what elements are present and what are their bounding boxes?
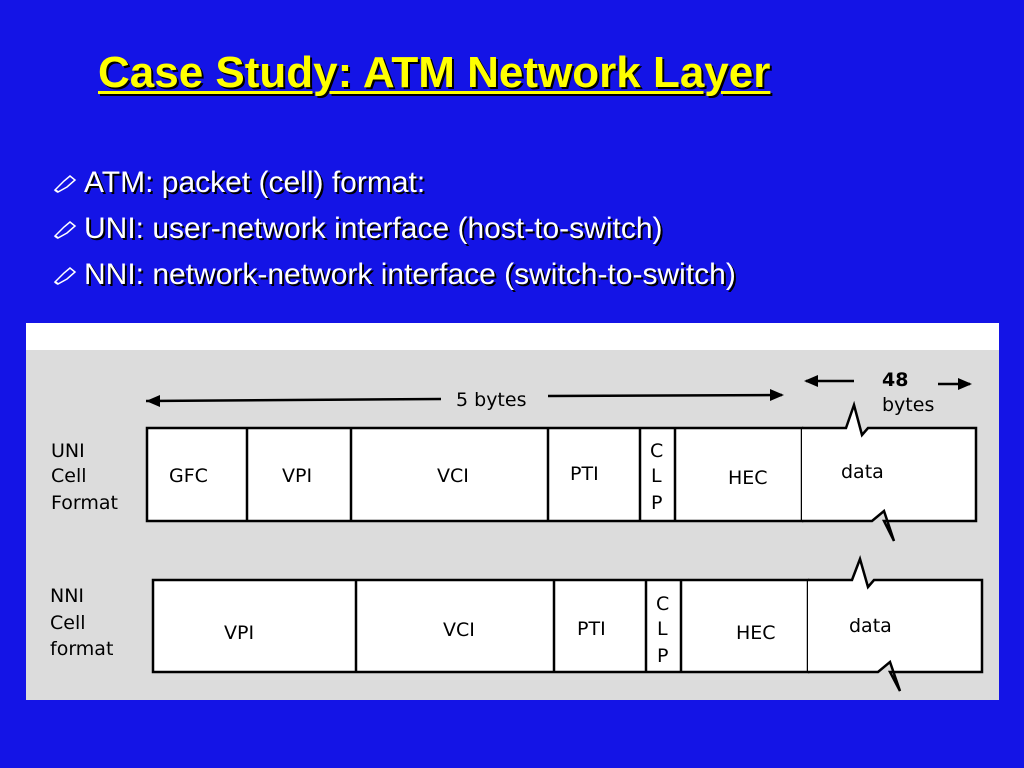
nni-data-box (808, 555, 984, 692)
nni-field-clp-c: C (656, 593, 669, 615)
nni-field-clp-l: L (657, 618, 668, 640)
nni-field-vpi: VPI (224, 622, 254, 644)
arrowhead-left-icon (146, 395, 160, 407)
figure-top-band (26, 323, 999, 350)
cell-format-figure: 5 bytes 48 bytes UNI Cell Format GFC VPI… (26, 323, 999, 700)
uni-label-line: Format (51, 492, 118, 514)
uni-data-box (802, 400, 978, 542)
bullet-item: UNI: user-network interface (host-to-swi… (52, 206, 736, 252)
arrowhead-right-icon (958, 378, 972, 390)
bullet-text: ATM: packet (cell) format: (84, 166, 426, 199)
pen-icon (53, 175, 77, 193)
bytes-label: bytes (882, 394, 934, 416)
uni-field-clp-l: L (651, 465, 662, 487)
bullet-list: ATM: packet (cell) format: UNI: user-net… (52, 160, 736, 298)
bullet-item: NNI: network-network interface (switch-t… (52, 252, 736, 298)
nni-field-pti: PTI (577, 618, 606, 640)
cell-format-diagram: 5 bytes 48 bytes UNI Cell Format GFC VPI… (50, 369, 984, 692)
five-bytes-label: 5 bytes (456, 389, 526, 411)
pen-icon (53, 267, 77, 285)
nni-label-line: format (50, 638, 113, 660)
uni-field-vci: VCI (437, 465, 469, 487)
slide-title: Case Study: ATM Network Layer (98, 48, 771, 97)
uni-label-line: Cell (51, 465, 87, 487)
nni-field-hec: HEC (736, 622, 776, 644)
uni-field-pti: PTI (570, 463, 599, 485)
five-bytes-arrow-right (547, 393, 783, 398)
bullet-text: UNI: user-network interface (host-to-swi… (84, 212, 663, 245)
bullet-item: ATM: packet (cell) format: (52, 160, 736, 206)
pen-icon (53, 221, 77, 239)
five-bytes-arrow-left (145, 397, 442, 403)
uni-field-clp-p: P (651, 492, 662, 514)
uni-field-clp-c: C (650, 440, 663, 462)
arrowhead-left-icon (804, 375, 818, 387)
bullet-text: NNI: network-network interface (switch-t… (84, 258, 736, 291)
nni-field-data: data (849, 615, 892, 637)
uni-field-vpi: VPI (282, 465, 312, 487)
uni-header-box (145, 426, 804, 523)
uni-field-hec: HEC (728, 467, 768, 489)
arrowhead-right-icon (770, 389, 784, 401)
nni-label-line: Cell (50, 612, 86, 634)
nni-label-line: NNI (50, 585, 84, 607)
nni-field-clp-p: P (657, 645, 668, 667)
uni-label-line: UNI (51, 440, 85, 462)
uni-field-gfc: GFC (169, 465, 208, 487)
nni-field-vci: VCI (443, 619, 475, 641)
forty-eight-label: 48 (882, 369, 908, 391)
uni-field-data: data (841, 461, 884, 483)
